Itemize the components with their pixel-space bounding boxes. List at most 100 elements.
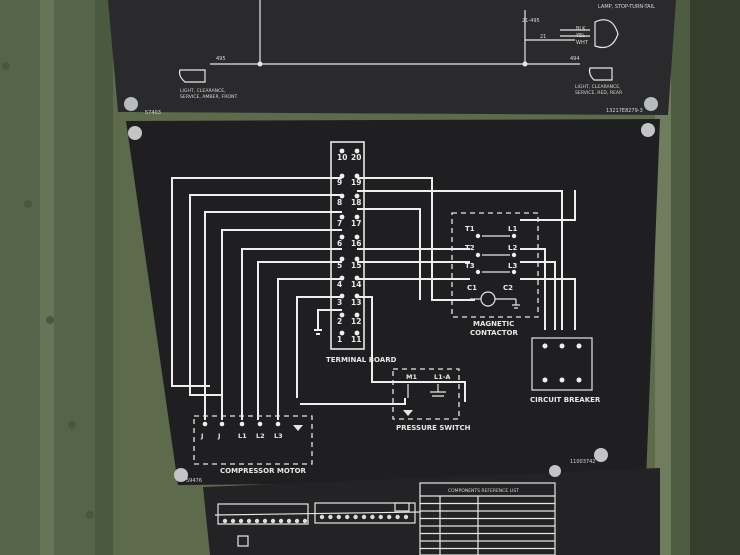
- terminal-number: 10: [337, 153, 347, 162]
- motor-terminal-dot: [202, 421, 208, 427]
- terminal-dot: [403, 514, 409, 520]
- terminal-number: 7: [337, 219, 342, 228]
- motor-terminal-label: L3: [274, 432, 283, 440]
- circuit-breaker: CIRCUIT BREAKER: [530, 337, 601, 404]
- terminal-dot: [370, 514, 375, 520]
- motor-terminal-label: J: [200, 432, 203, 440]
- ground-icon: [512, 299, 520, 309]
- part-number: 13217E8279-3: [606, 108, 643, 114]
- contactor-terminal: C2: [503, 284, 513, 292]
- terminal-dot: [353, 514, 358, 520]
- terminal-dot: [395, 514, 400, 520]
- part-number: 59476: [186, 478, 202, 484]
- terminal-dot: [354, 312, 360, 318]
- circuit-breaker-label: CIRCUIT BREAKER: [530, 396, 601, 404]
- wire-number: 495: [216, 56, 226, 62]
- screw-head: [128, 126, 142, 140]
- screw-head: [594, 448, 608, 462]
- screw-head: [124, 97, 138, 111]
- pressure-icon: [403, 410, 413, 416]
- terminal-dot: [339, 234, 345, 240]
- screw-head: [549, 465, 561, 477]
- contactor-terminal: T3: [465, 262, 475, 270]
- motor-terminal-label: L1: [238, 432, 247, 440]
- terminal-number: 6: [337, 239, 342, 248]
- part-number: 11003742: [570, 459, 595, 465]
- part-number: 57403: [145, 110, 161, 116]
- terminal-number: 13: [351, 298, 361, 307]
- terminal-dot: [339, 312, 345, 318]
- terminal-dot: [278, 518, 284, 524]
- terminal-dot: [302, 518, 308, 524]
- terminal-dot: [345, 514, 350, 520]
- terminal-dot: [387, 514, 392, 520]
- terminal-dot: [361, 514, 367, 520]
- wire-number: 21-495: [522, 18, 540, 24]
- terminal-dot: [354, 234, 360, 240]
- terminal-dot: [246, 518, 252, 524]
- terminal-dot: [378, 514, 383, 520]
- terminal-dot: [354, 330, 360, 336]
- terminal-number: 18: [351, 198, 361, 207]
- terminal-number: 16: [351, 239, 361, 248]
- wire-color: YEL: [575, 33, 585, 39]
- light-caption-front: LIGHT, CLEARANCE,SERVICE, AMBER, FRONT: [180, 88, 237, 100]
- top-wiring-plate: 495 494 21 21-495 BLK YEL WHT LAMP, STOP…: [108, 0, 676, 116]
- terminal-dot: [294, 518, 300, 524]
- screw-head: [174, 468, 188, 482]
- terminal-dot: [336, 514, 341, 520]
- terminal-number: 2: [337, 317, 342, 326]
- contactor-terminal: L3: [508, 262, 517, 270]
- terminal-dot: [230, 518, 236, 524]
- lamp-icon: [594, 19, 619, 49]
- terminal-number: 8: [337, 198, 342, 207]
- wire-number: 21: [540, 34, 546, 40]
- motor-terminal-label: L2: [256, 432, 265, 440]
- terminal-dot: [254, 518, 260, 524]
- contactor-terminal: C1: [467, 284, 477, 292]
- terminal-number: 14: [351, 280, 361, 289]
- terminal-dot: [262, 518, 268, 524]
- screw-head: [641, 123, 655, 137]
- light-caption-rear: LIGHT, CLEARANCE,SERVICE, RED, REAR: [575, 84, 623, 96]
- cabinet-rib: [95, 0, 113, 555]
- terminal-number: 17: [351, 219, 361, 228]
- terminal-dot: [328, 514, 333, 520]
- terminal-dot: [339, 214, 345, 220]
- terminal-board-label: TERMINAL BOARD: [326, 356, 397, 364]
- terminal-number: 19: [351, 178, 361, 187]
- wire-number: 494: [570, 56, 580, 62]
- pressure-switch-label: PRESSURE SWITCH: [396, 424, 471, 432]
- terminal-number: 4: [337, 280, 342, 289]
- terminal-dot: [354, 256, 360, 262]
- switch-terminal: L1-A: [434, 373, 450, 381]
- terminal-dot: [354, 148, 360, 154]
- lamp-label: LAMP, STOP-TURN-TAIL: [598, 4, 655, 10]
- wire-color: WHT: [576, 40, 589, 46]
- terminal-number: 20: [351, 153, 361, 162]
- terminal-number: 15: [351, 261, 361, 270]
- motor-terminal-dot: [219, 421, 225, 427]
- terminal-number: 3: [337, 298, 342, 307]
- cabinet-rib: [40, 0, 54, 555]
- wire-color: BLK: [576, 26, 586, 32]
- terminal-dot: [339, 256, 345, 262]
- screw-head: [644, 97, 658, 111]
- motor-terminal-label: J: [217, 432, 220, 440]
- contactor-terminal: T2: [465, 244, 475, 252]
- contactor-terminal: L1: [508, 225, 517, 233]
- terminal-dot: [339, 148, 345, 154]
- terminal-number: 9: [337, 178, 342, 187]
- switch-terminal: M1: [406, 373, 417, 381]
- lamp-icon: [178, 69, 206, 83]
- terminal-number: 12: [351, 317, 361, 326]
- contactor-terminal: T1: [465, 225, 475, 233]
- reference-table-title: COMPONENTS REFERENCE LIST: [448, 488, 519, 494]
- terminal-number: 1: [337, 335, 342, 344]
- lamp-icon: [588, 67, 613, 81]
